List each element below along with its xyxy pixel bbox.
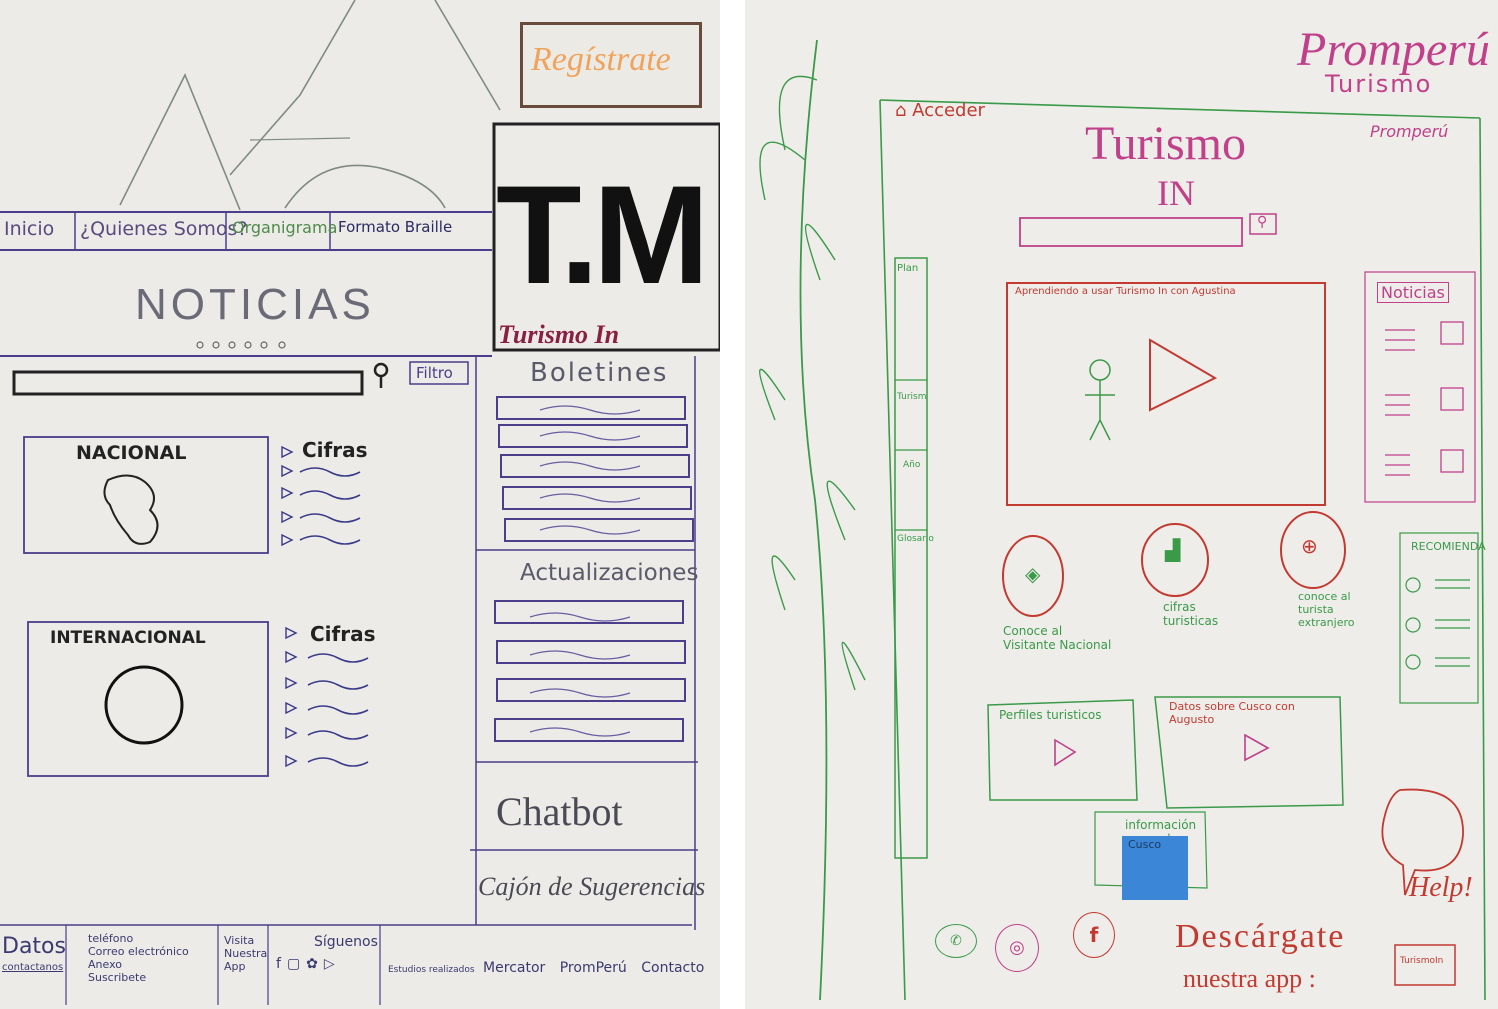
footer-contact-list: teléfono Correo electrónico Anexo Suscri…: [88, 932, 189, 984]
sticky-note[interactable]: Cusco: [1122, 836, 1188, 900]
footer-links: Estudios realizados Mercator PromPerú Co…: [388, 960, 704, 976]
sidebar-item-turism[interactable]: Turism: [897, 392, 927, 402]
search-input[interactable]: [16, 374, 360, 392]
footer-subscribe[interactable]: Suscribete: [88, 971, 147, 984]
update-item[interactable]: [494, 600, 684, 624]
sidebar: Plan: [897, 262, 927, 276]
logo-box: T.M: [496, 160, 718, 310]
app-badge-button[interactable]: TurismoIn: [1397, 948, 1453, 984]
video-player[interactable]: [1009, 300, 1323, 500]
card-profiles-title[interactable]: Perfiles turisticos: [999, 708, 1102, 722]
nav-item-inicio[interactable]: Inicio: [4, 218, 55, 240]
bulletins-title: Boletines: [530, 358, 669, 388]
footer-link-studies[interactable]: Estudios realizados: [388, 965, 475, 975]
header-subtitle: Turismo: [1325, 70, 1433, 98]
sticky-note-label: Cusco: [1128, 838, 1162, 851]
video-caption: Aprendiendo a usar Turismo In con Agusti…: [1015, 286, 1236, 297]
national-label: NACIONAL: [76, 442, 187, 464]
bulletin-item[interactable]: [496, 396, 686, 420]
page-title: NOTICIAS: [135, 280, 375, 329]
feature-national-label: Conoce al Visitante Nacional: [1003, 624, 1112, 652]
login-button[interactable]: ⌂ Acceder: [895, 100, 985, 121]
recommend-title: RECOMIENDA: [1411, 540, 1486, 553]
logo-letters: T.M: [496, 156, 710, 313]
footer-app-line: Nuestra: [224, 947, 268, 960]
brand-label: Turismo In: [498, 320, 620, 349]
download-subheading: nuestra app :: [1183, 964, 1316, 993]
right-sketch-sheet: Promperú Turismo ⌂ Acceder Promperú Turi…: [745, 0, 1498, 1009]
search-icon[interactable]: ⚲: [1257, 214, 1268, 230]
chart-icon: ▟: [1165, 538, 1181, 562]
sidebar-item-plan[interactable]: Plan: [897, 263, 919, 274]
bulletin-item[interactable]: [504, 518, 694, 542]
nav-item-formato-braille[interactable]: Formato Braille: [338, 218, 453, 236]
footer-phone[interactable]: teléfono: [88, 932, 134, 945]
national-map-image[interactable]: [100, 470, 170, 550]
footer-link-promperu[interactable]: PromPerú: [559, 960, 627, 976]
bulletin-item[interactable]: [498, 424, 688, 448]
updates-title: Actualizaciones: [520, 560, 699, 586]
footer-link-mercator[interactable]: Mercator: [483, 960, 546, 976]
card-cusco-title[interactable]: Datos sobre Cusco con Augusto: [1169, 700, 1295, 726]
update-item[interactable]: [494, 718, 684, 742]
register-label: Regístrate: [531, 41, 671, 78]
facebook-icon[interactable]: f: [276, 956, 287, 972]
globe-icon[interactable]: [104, 666, 184, 746]
footer-contact-link[interactable]: contactanos: [2, 962, 64, 973]
footer-link-contact[interactable]: Contacto: [641, 960, 705, 976]
footer-app-line: App: [224, 960, 246, 973]
youtube-icon[interactable]: ▷: [323, 956, 341, 972]
update-item[interactable]: [496, 640, 686, 664]
sidebar-item-year[interactable]: Año: [903, 460, 921, 470]
footer-annex[interactable]: Anexo: [88, 958, 122, 971]
chatbot-button[interactable]: Chatbot: [496, 789, 623, 834]
left-sketch-sheet: Regístrate Inicio ¿Quienes Somos? Organi…: [0, 0, 720, 1009]
update-item[interactable]: [496, 678, 686, 702]
nav-item-quienes-somos[interactable]: ¿Quienes Somos?: [80, 218, 248, 240]
peru-map-icon: ◈: [1025, 562, 1041, 586]
facebook-icon[interactable]: f: [1073, 912, 1115, 958]
international-stats-title: Cifras: [310, 622, 376, 646]
footer-app-line: Visita: [224, 934, 255, 947]
nav-item-organigrama[interactable]: Organigrama: [232, 218, 338, 237]
sidebar-item-glossary[interactable]: Glosario: [897, 534, 934, 544]
international-label: INTERNACIONAL: [50, 628, 206, 648]
feature-foreign-label: conoce al turista extranjero: [1298, 590, 1355, 629]
globe-icon: ⊕: [1301, 534, 1318, 558]
register-button[interactable]: Regístrate: [520, 22, 702, 108]
bulletin-item[interactable]: [500, 454, 690, 478]
header-title: Promperú: [1297, 23, 1490, 76]
suggestions-button[interactable]: Cajón de Sugerencias: [478, 872, 706, 901]
login-label: Acceder: [912, 100, 985, 121]
footer-data-title: Datos: [2, 934, 66, 959]
download-heading: Descárgate: [1175, 918, 1346, 955]
national-stats-title: Cifras: [302, 438, 368, 462]
user-icon: ⌂: [895, 100, 907, 121]
feature-tourism-figures[interactable]: ▟: [1143, 524, 1209, 596]
help-button[interactable]: Help!: [1409, 872, 1473, 903]
search-icon[interactable]: [372, 360, 392, 390]
feature-foreign-tourist[interactable]: ⊕: [1281, 512, 1345, 588]
bulletin-item[interactable]: [502, 486, 692, 510]
filter-button[interactable]: Filtro: [416, 364, 453, 382]
twitter-icon[interactable]: ✿: [306, 956, 324, 972]
page-title: Turismo: [1085, 117, 1246, 170]
footer-app[interactable]: Visita Nuestra App: [224, 934, 267, 973]
footer-follow-title: Síguenos: [314, 934, 378, 950]
social-icons: f▢✿▷: [276, 956, 341, 972]
app-badge-label: TurismoIn: [1400, 956, 1444, 966]
instagram-icon[interactable]: ▢: [286, 956, 307, 972]
news-title[interactable]: Noticias: [1377, 282, 1449, 303]
feature-national-visitor[interactable]: ◈: [1003, 538, 1065, 618]
instagram-icon[interactable]: ◎: [995, 924, 1039, 972]
page-title-suffix: IN: [1157, 173, 1195, 213]
corner-brand[interactable]: Promperú: [1370, 122, 1449, 141]
right-sketch-lines: [759, 39, 1486, 1001]
left-sketch-lines: [0, 0, 720, 1005]
feature-figures-label: cifras turisticas: [1163, 600, 1219, 628]
search-input[interactable]: [1022, 220, 1240, 244]
footer-email[interactable]: Correo electrónico: [88, 945, 189, 958]
play-icon[interactable]: [1151, 338, 1215, 412]
whatsapp-icon[interactable]: ✆: [935, 924, 977, 958]
